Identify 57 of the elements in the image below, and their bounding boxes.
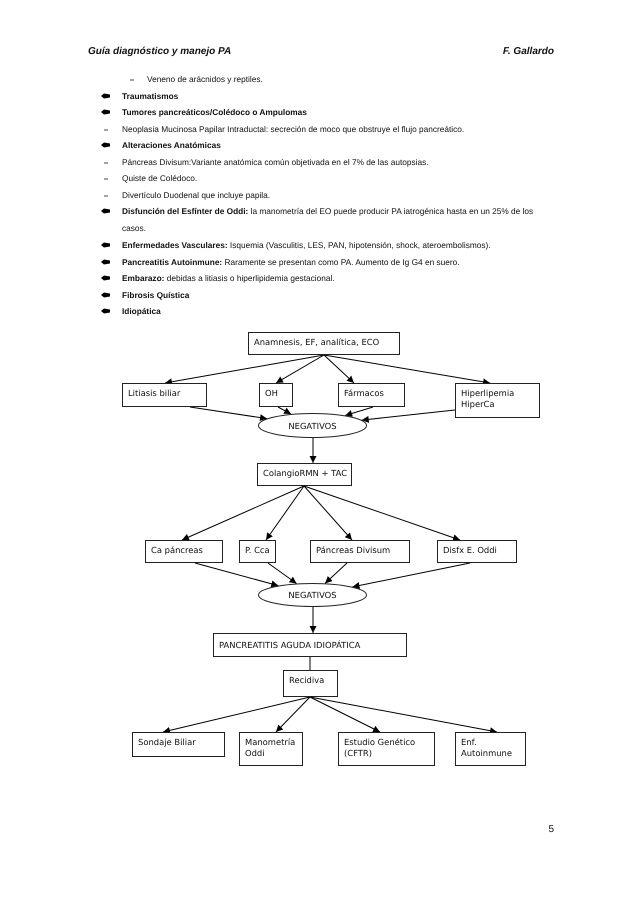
arrow — [164, 354, 324, 386]
list-item-text: Neoplasia Mucinosa Papilar Intraductal: secreción de moco que obstruye el flujo pancreático. — [122, 123, 466, 136]
arrow — [352, 562, 470, 589]
process-box: Recidiva — [283, 670, 338, 697]
arrow — [324, 354, 354, 384]
process-box: Disfx E. Oddi — [437, 540, 517, 563]
list-item-text: Traumatismos — [122, 90, 180, 103]
process-box: Enf. Autoinmune — [455, 732, 526, 766]
process-box: Ca páncreas — [145, 540, 223, 563]
list-item-text: Enfermedades Vasculares: Isquemia (Vasculitis, LES, PAN, hipotensión, shock, ateroembolismos). — [122, 239, 492, 252]
process-box: Litiasis biliar — [122, 383, 207, 407]
process-box: ColangioRMN + TAC — [257, 463, 352, 486]
arrow — [266, 486, 304, 540]
list-item-text: Disfunción del Esfínter de Oddi: la manometría del EO puede producir PA iatrogénica hasta en un 25% de los casos. — [122, 205, 534, 235]
list-item-text: Divertículo Duodenal que incluye papila. — [122, 189, 272, 202]
arrow — [310, 438, 316, 464]
arrow — [194, 562, 279, 588]
process-box: Manometría Oddi — [239, 732, 303, 766]
list-item-text: Fibrosis Quística — [122, 289, 190, 302]
arrow — [310, 606, 316, 634]
process-box: Anamnesis, EF, analítica, ECO — [248, 332, 400, 355]
page-header-text: F. Gallardo — [502, 45, 554, 59]
arrow — [278, 406, 292, 414]
arrow — [361, 410, 456, 423]
list-item-text: Embarazo: debidas a litiasis o hiperlipidemia gestacional. — [122, 272, 336, 285]
list-item-text: Quiste de Colédoco. — [122, 172, 198, 185]
arrow — [276, 354, 324, 384]
arrow — [310, 696, 380, 732]
page-number: 5 — [547, 823, 554, 837]
arrow — [304, 486, 460, 542]
process-box: OH — [259, 383, 293, 407]
list-item-text: Idiopática — [122, 305, 162, 318]
arrow — [276, 696, 310, 732]
list-item-text: Tumores pancreáticos/Colédoco o Ampulomas — [122, 106, 308, 119]
process-box: PANCREATITIS AGUDA IDIOPÁTICA — [213, 633, 407, 657]
list-item-text: Páncreas Divisum:Variante anatómica común objetivada en el 7% de las autopsias. — [122, 156, 430, 169]
arrow — [268, 562, 298, 584]
arrow — [324, 354, 490, 386]
list-item-text: Veneno de arácnidos y reptiles. — [147, 73, 264, 86]
process-box: Sondaje Biliar — [132, 732, 225, 757]
arrow — [304, 486, 352, 540]
arrow — [190, 406, 268, 422]
process-box: Hiperlipemia HiperCa — [455, 383, 540, 418]
arrow — [182, 486, 304, 540]
node-label: NEGATIVOS — [287, 590, 338, 600]
node-label: NEGATIVOS — [287, 420, 338, 430]
list-item-text: Pancreatitis Autoinmune: Raramente se presentan como PA. Aumento de Ig G4 en suero. — [122, 256, 461, 269]
page-header-text: Guía diagnóstico y manejo PA — [88, 45, 232, 59]
arrow — [344, 406, 374, 417]
arrow — [324, 562, 348, 584]
process-box: Páncreas Divisum — [310, 540, 410, 563]
process-box: P. Cca — [239, 540, 276, 563]
arrow — [310, 696, 498, 734]
process-box: Estudio Genético (CFTR) — [338, 732, 435, 766]
list-item-text: Alteraciones Anatómicas — [122, 139, 222, 152]
arrow — [162, 696, 310, 734]
process-box: Fármacos — [338, 383, 405, 407]
